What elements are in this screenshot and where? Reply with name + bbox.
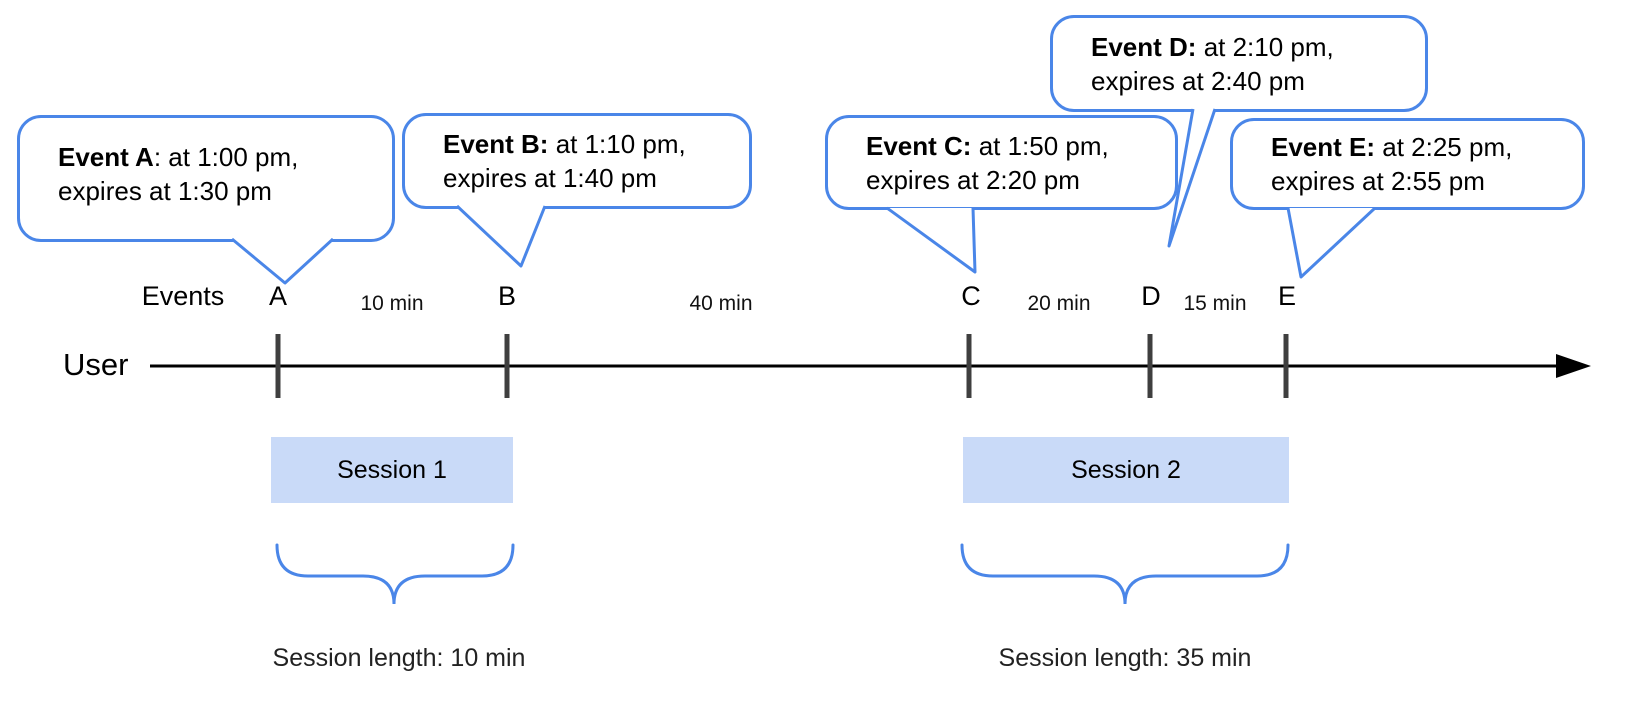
event-e-time: at 2:25 pm,	[1375, 132, 1513, 162]
tick-label-c: C	[961, 281, 981, 311]
interval-a-b: 10 min	[360, 292, 424, 315]
session-2-label: Session 2	[1071, 455, 1181, 484]
event-c-line1: Event C: at 1:50 pm,	[866, 129, 1175, 163]
tick-e	[1283, 334, 1289, 398]
event-e-tail	[1286, 206, 1377, 279]
event-b-time: at 1:10 pm,	[548, 129, 686, 159]
event-b-line2: expires at 1:40 pm	[443, 163, 657, 193]
event-e-line2: expires at 2:55 pm	[1271, 166, 1485, 196]
timeline-arrowhead-icon	[1556, 354, 1591, 378]
event-c-callout: Event C: at 1:50 pm, expires at 2:20 pm	[825, 115, 1178, 210]
event-b-line1: Event B: at 1:10 pm,	[443, 127, 749, 161]
session-1-length-label: Session length: 10 min	[272, 644, 526, 672]
tick-c	[966, 334, 972, 398]
session-1-label: Session 1	[337, 455, 447, 484]
session-1-brace	[275, 543, 515, 605]
event-b-tail	[455, 204, 547, 268]
event-c-title: Event C:	[866, 130, 972, 161]
event-a-tail	[231, 237, 335, 285]
event-a-time: : at 1:00 pm,	[153, 141, 299, 172]
event-e-line1: Event E: at 2:25 pm,	[1271, 130, 1582, 164]
tick-label-b: B	[497, 281, 517, 311]
tick-label-a: A	[268, 281, 288, 311]
session-1-box: Session 1	[271, 437, 513, 503]
tick-label-d: D	[1141, 281, 1161, 311]
interval-b-c: 40 min	[689, 292, 753, 315]
event-d-line2: expires at 2:40 pm	[1091, 65, 1305, 96]
session-2-box: Session 2	[963, 437, 1289, 503]
event-b-title: Event B:	[443, 129, 549, 159]
interval-d-e: 15 min	[1183, 292, 1247, 315]
event-c-time: at 1:50 pm,	[971, 130, 1109, 161]
session-2-length-label: Session length: 35 min	[998, 644, 1252, 672]
event-d-title: Event D:	[1091, 31, 1197, 62]
event-c-tail	[886, 206, 977, 274]
session-2-brace	[960, 543, 1290, 605]
event-a-callout: Event A: at 1:00 pm, expires at 1:30 pm	[17, 115, 395, 242]
user-label: User	[63, 347, 129, 382]
tick-label-e: E	[1277, 281, 1297, 311]
tick-a	[275, 334, 281, 398]
event-e-callout: Event E: at 2:25 pm, expires at 2:55 pm	[1230, 118, 1585, 210]
event-a-line1: Event A: at 1:00 pm,	[58, 140, 392, 174]
event-e-title: Event E:	[1271, 132, 1376, 162]
interval-c-d: 20 min	[1027, 292, 1091, 315]
event-c-line2: expires at 2:20 pm	[866, 164, 1080, 195]
tick-d	[1147, 334, 1153, 398]
events-label: Events	[141, 281, 225, 311]
tick-b	[504, 334, 510, 398]
event-a-line2: expires at 1:30 pm	[58, 175, 272, 206]
event-d-callout: Event D: at 2:10 pm, expires at 2:40 pm	[1050, 15, 1428, 112]
event-d-time: at 2:10 pm,	[1196, 31, 1334, 62]
event-b-callout: Event B: at 1:10 pm, expires at 1:40 pm	[402, 113, 752, 209]
event-d-line1: Event D: at 2:10 pm,	[1091, 30, 1425, 64]
event-a-title: Event A	[58, 141, 154, 172]
